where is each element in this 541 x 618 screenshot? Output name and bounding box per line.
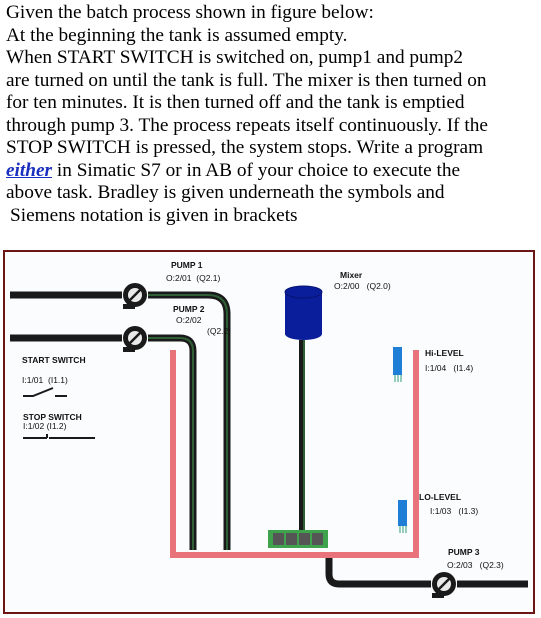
pump1-title: PUMP 1: [171, 260, 203, 270]
start-switch-siemens-address: (I1.1): [48, 375, 68, 385]
lo-level-title: LO-LEVEL: [419, 492, 462, 502]
hi-level-title: Hi-LEVEL: [425, 348, 464, 358]
question-line-8-rest: in Simatic S7 or in AB of your choice to…: [52, 159, 461, 181]
question-line-10: Siemens notation is given in brackets: [10, 204, 298, 226]
mixer-address: O:2/00 (Q2.0): [334, 281, 391, 291]
mixer-motor-icon: [284, 285, 323, 532]
pump2-title: PUMP 2: [173, 304, 205, 314]
question-line-6: through pump 3. The process repeats itse…: [6, 114, 488, 136]
hi-level-siemens-address: (I1.4): [453, 363, 474, 373]
start-switch-icon: [23, 387, 67, 397]
question-line-1: Given the batch process shown in figure …: [6, 2, 374, 23]
mixer-ab-address: O:2/00: [334, 281, 360, 291]
hi-level-address: I:1/04 (I1.4): [425, 363, 473, 373]
question-line-9: above task. Bradley is given underneath …: [6, 182, 445, 203]
question-line-2: At the beginning the tank is assumed emp…: [6, 24, 348, 46]
pump2-outlet-pipe-highlight: [148, 337, 194, 550]
pump1-outlet-pipe-highlight: [148, 294, 228, 550]
lo-level-sensor-icon: [398, 500, 407, 533]
pump3-title: PUMP 3: [448, 547, 480, 557]
process-diagram-graphic: [5, 252, 533, 612]
start-switch-ab-address: I:1/01: [22, 375, 44, 385]
pump1-ab-address: O:2/01: [166, 273, 192, 283]
question-line-8: either in Simatic S7 or in AB of your ch…: [6, 160, 538, 183]
pump1-address: O:2/01 (Q2.1): [166, 273, 220, 283]
pump3-icon: [432, 572, 456, 598]
stop-switch-icon: [23, 434, 95, 439]
stop-switch-title: STOP SWITCH: [23, 412, 82, 422]
pump2-icon: [123, 326, 147, 352]
hi-level-ab-address: I:1/04: [425, 363, 447, 373]
pump1-siemens-address: (Q2.1): [196, 273, 221, 283]
pump2-ab-address: O:2/02: [176, 315, 202, 325]
lo-level-ab-address: I:1/03: [430, 506, 452, 516]
either-emphasis: either: [6, 159, 53, 181]
process-diagram: PUMP 1 O:2/01 (Q2.1) PUMP 2 O:2/02 (Q2.2…: [3, 250, 535, 614]
tank-outline: [170, 350, 419, 558]
question-line-5: for ten minutes. It is then turned off a…: [6, 92, 465, 113]
question-line-4: are turned on until the tank is full. Th…: [6, 69, 487, 91]
pump3-siemens-address: (Q2.3): [479, 560, 504, 570]
start-switch-title: START SWITCH: [22, 355, 86, 365]
mixer-title: Mixer: [340, 270, 363, 280]
pump3-inlet-pipe: [325, 558, 431, 588]
mixer-siemens-address: (Q2.0): [366, 281, 391, 291]
question-line-3: When START SWITCH is switched on, pump1 …: [6, 47, 463, 68]
pump1-icon: [123, 283, 147, 309]
start-switch-address: I:1/01 (I1.1): [22, 375, 68, 385]
lo-level-siemens-address: (I1.3): [458, 506, 479, 516]
mixer-paddle: [268, 530, 328, 548]
pump3-ab-address: O:2/03: [447, 560, 473, 570]
pump2-siemens-address: (Q2.2): [207, 326, 232, 336]
question-line-7: STOP SWITCH is pressed, the system stops…: [6, 137, 484, 158]
lo-level-address: I:1/03 (I1.3): [430, 506, 478, 516]
stop-switch-address: I:1/02 (I1.2): [23, 421, 67, 431]
hi-level-sensor-icon: [393, 347, 402, 382]
pump3-address: O:2/03 (Q2.3): [447, 560, 504, 570]
question-text: Given the batch process shown in figure …: [6, 2, 538, 227]
